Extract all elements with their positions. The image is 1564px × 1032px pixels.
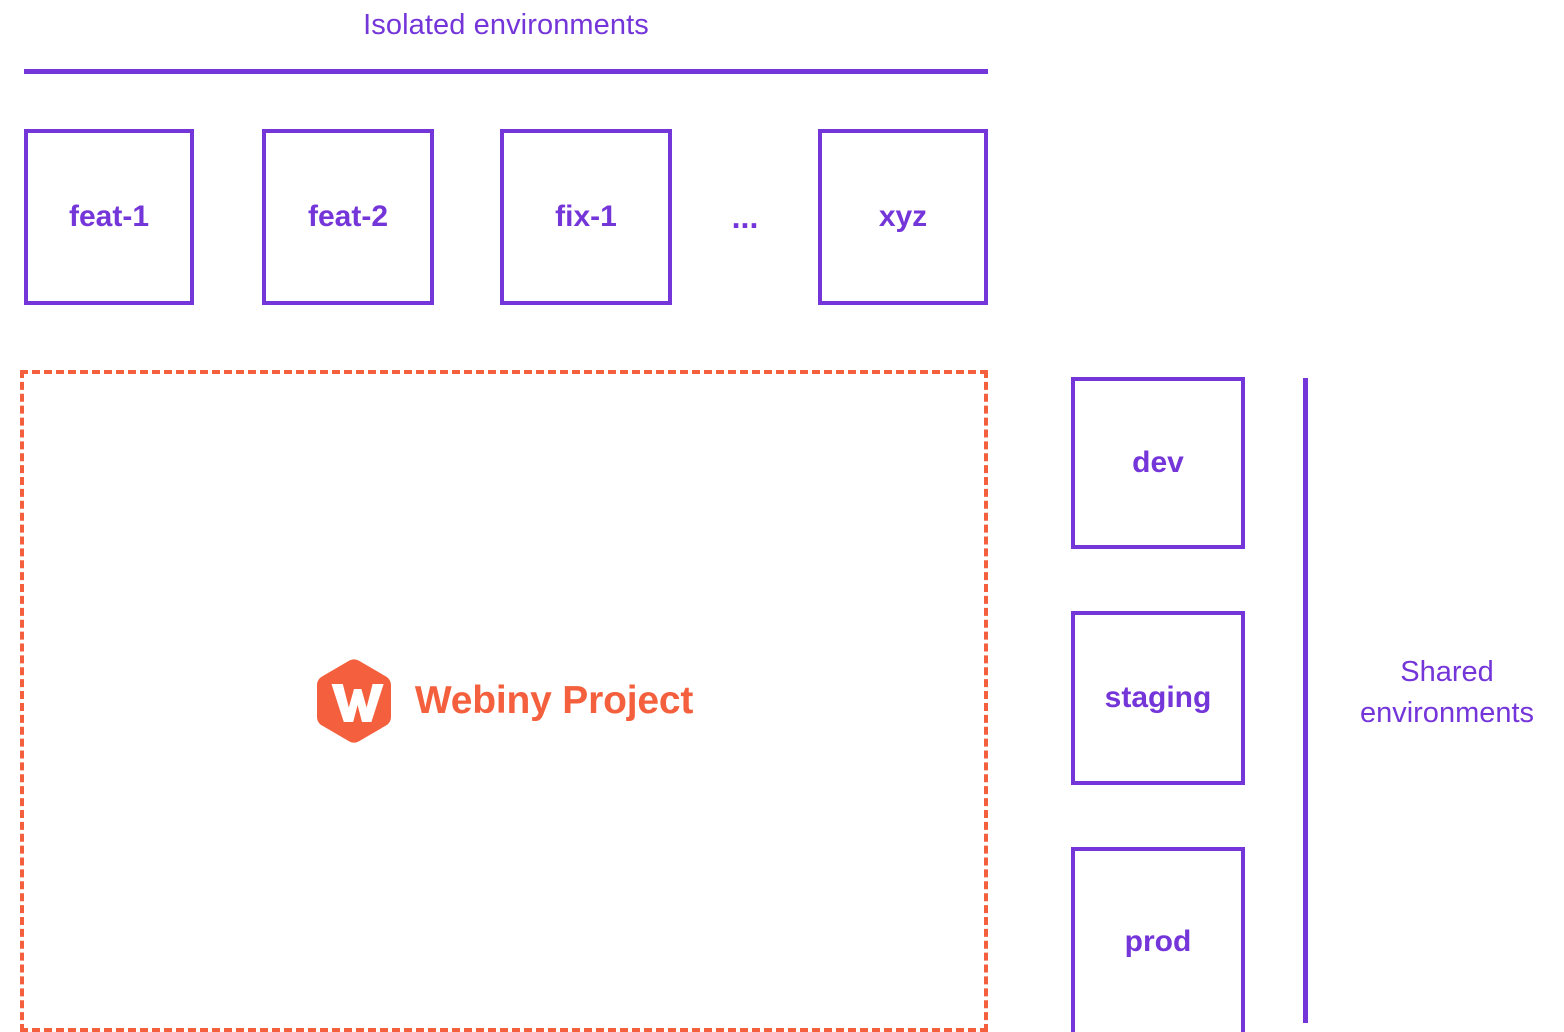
shared-env-box-dev[interactable]: dev <box>1071 377 1245 549</box>
isolated-env-ellipsis: ... <box>731 199 759 235</box>
shared-env-label: prod <box>1124 925 1192 958</box>
shared-env-box-staging[interactable]: staging <box>1071 611 1245 785</box>
shared-env-label: dev <box>1132 446 1184 479</box>
isolated-env-label: feat-2 <box>307 200 389 233</box>
isolated-environments-title: Isolated environments <box>363 9 649 41</box>
isolated-env-label: feat-1 <box>68 200 150 233</box>
isolated-env-box-fix-1[interactable]: fix-1 <box>500 129 672 305</box>
isolated-environments-divider <box>24 69 988 74</box>
isolated-env-box-xyz[interactable]: xyz <box>818 129 988 305</box>
shared-env-label: staging <box>1104 681 1212 714</box>
shared-env-box-prod[interactable]: prod <box>1071 847 1245 1032</box>
isolated-env-box-feat-1[interactable]: feat-1 <box>24 129 194 305</box>
webiny-project-container[interactable] <box>20 370 988 1032</box>
shared-environments-title-line-1: Shared <box>1400 656 1494 688</box>
shared-environments-divider <box>1303 378 1308 1023</box>
isolated-env-label: fix-1 <box>555 200 617 233</box>
shared-environments-title: Shared environments <box>1330 652 1564 734</box>
isolated-env-box-feat-2[interactable]: feat-2 <box>262 129 434 305</box>
shared-environments-title-line-2: environments <box>1359 697 1535 729</box>
isolated-env-label: xyz <box>878 200 928 233</box>
